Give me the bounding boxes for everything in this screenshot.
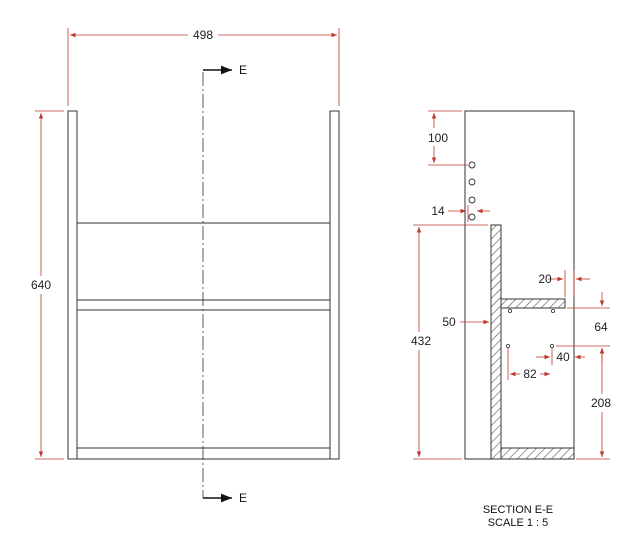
section-label-bottom: E (239, 491, 247, 505)
dim-40-label: 40 (556, 350, 570, 364)
back-panel-hatched (490, 224, 502, 460)
right-side-post (329, 110, 340, 460)
dim-50-label: 50 (442, 315, 456, 329)
shelf-section-hatched (500, 298, 566, 309)
hole-2 (468, 178, 476, 186)
section-title: SECTION E-E (483, 504, 553, 516)
dim-64-label: 64 (594, 320, 608, 334)
pin-82-ref (505, 343, 510, 348)
dim-20-label: 20 (538, 272, 552, 286)
hole-4 (468, 213, 476, 221)
width-dimension-label: 498 (193, 28, 213, 42)
middle-shelf (76, 299, 331, 311)
height-dimension-label: 640 (31, 278, 51, 292)
hole-1 (468, 161, 476, 169)
bottom-shelf (76, 447, 331, 460)
section-label-top: E (239, 63, 247, 77)
bottom-section-hatched (500, 447, 575, 460)
pin-40-ref (550, 343, 555, 348)
section-view: 100 14 432 50 20 64 40 (411, 110, 611, 529)
hole-3 (468, 196, 476, 204)
left-side-post (67, 110, 78, 460)
dim-432-label: 432 (411, 334, 431, 348)
section-scale: SCALE 1 : 5 (488, 517, 549, 529)
front-view: E E 498 640 (31, 28, 340, 505)
dim-100-label: 100 (428, 131, 448, 145)
dim-82-label: 82 (523, 367, 537, 381)
side-panel (464, 110, 575, 460)
shelf-pin-2 (551, 308, 556, 313)
dim-208-label: 208 (591, 396, 611, 410)
shelf-pin-1 (507, 308, 512, 313)
dim-14-label: 14 (431, 204, 445, 218)
